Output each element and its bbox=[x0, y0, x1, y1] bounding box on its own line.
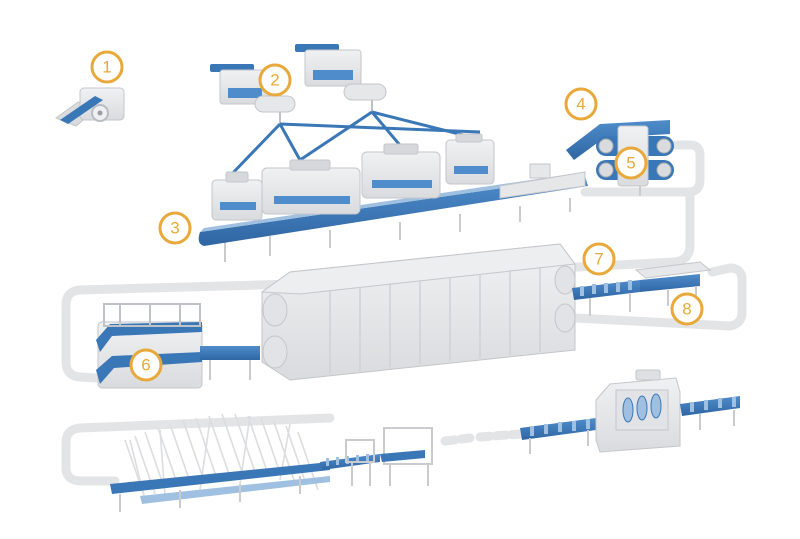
slicer-packer-section bbox=[520, 369, 740, 454]
svg-text:1: 1 bbox=[102, 58, 111, 77]
svg-text:4: 4 bbox=[576, 95, 585, 114]
svg-text:8: 8 bbox=[682, 300, 691, 319]
bottom-transfer-section bbox=[320, 427, 433, 486]
svg-text:7: 7 bbox=[594, 250, 603, 269]
station-3-dosing-line bbox=[198, 133, 588, 262]
badge-7: 7 bbox=[582, 242, 616, 276]
badge-4: 4 bbox=[564, 87, 598, 121]
return-track-middle bbox=[61, 263, 747, 383]
station-2-mixers bbox=[210, 44, 387, 124]
station-7-8-outfeed bbox=[572, 261, 712, 316]
svg-text:2: 2 bbox=[270, 71, 279, 90]
return-track-upper bbox=[555, 140, 705, 273]
badge-5: 5 bbox=[614, 146, 648, 180]
badge-3: 3 bbox=[158, 211, 192, 245]
svg-text:3: 3 bbox=[170, 219, 179, 238]
cooling-brush-section bbox=[110, 413, 330, 512]
svg-text:6: 6 bbox=[141, 356, 150, 375]
badge-6: 6 bbox=[129, 348, 163, 382]
badge-8: 8 bbox=[670, 292, 704, 326]
svg-text:5: 5 bbox=[626, 154, 635, 173]
badge-1: 1 bbox=[90, 50, 124, 84]
badge-2: 2 bbox=[258, 63, 292, 97]
return-track-lower bbox=[61, 413, 525, 486]
station-6-spiral bbox=[96, 303, 260, 389]
central-oven bbox=[260, 243, 576, 381]
station-badges: 1 2 3 4 5 6 7 8 bbox=[90, 50, 704, 382]
station-1-feeder bbox=[54, 87, 125, 127]
